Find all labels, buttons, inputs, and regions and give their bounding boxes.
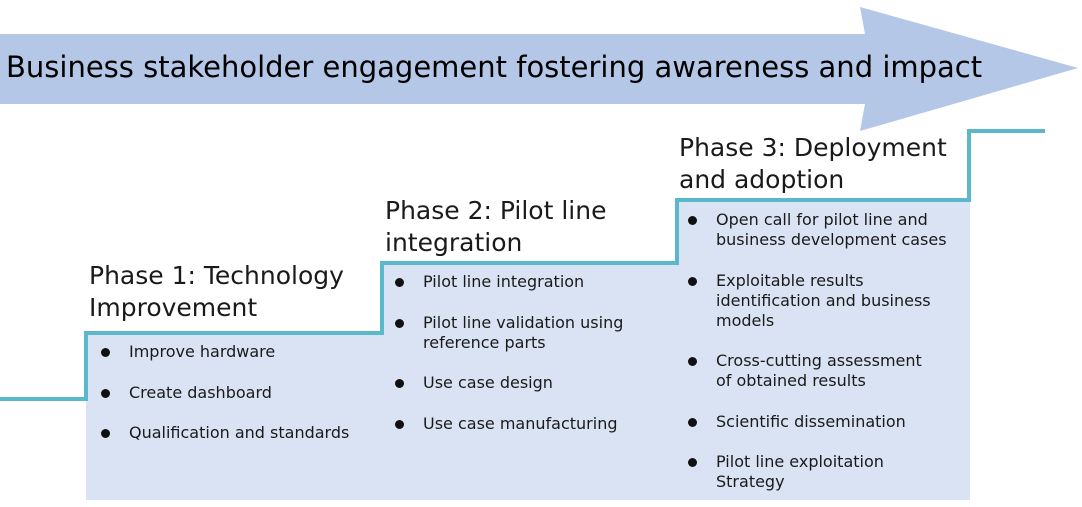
phase-2-title: Phase 2: Pilot line integration (385, 195, 606, 259)
phase-2-title-line-2: integration (385, 228, 523, 257)
phase-3-title-line-2: and adoption (679, 165, 845, 194)
phase-2-box (380, 263, 677, 500)
list-item: Create dashboard (98, 383, 383, 403)
list-item: Use case manufacturing (392, 414, 677, 434)
list-item: Exploitable results identification and b… (685, 271, 975, 331)
list-item: Pilot line validation using reference pa… (392, 313, 677, 353)
step-line (0, 129, 1045, 401)
phase-2-title-line-1: Phase 2: Pilot line (385, 196, 607, 225)
list-item: Cross-cutting assessment of obtained res… (685, 351, 975, 391)
list-item: Improve hardware (98, 342, 383, 362)
phase-1-title-line-2: Improvement (89, 293, 258, 322)
phase-1-list: Improve hardware Create dashboard Qualif… (98, 342, 383, 464)
phase-3-box (677, 200, 970, 500)
list-item: Scientific dissemination (685, 412, 975, 432)
phase-1-box (86, 333, 380, 500)
list-item: Pilot line exploitation Strategy (685, 452, 975, 492)
phase-2-list: Pilot line integration Pilot line valida… (392, 272, 677, 454)
phase-1-title: Phase 1: Technology Improvement (89, 260, 344, 324)
list-item: Open call for pilot line and business de… (685, 210, 975, 250)
list-item: Pilot line integration (392, 272, 677, 292)
list-item: Use case design (392, 373, 677, 393)
phase-3-title-line-1: Phase 3: Deployment (679, 133, 947, 162)
banner-arrow (0, 7, 1078, 131)
phase-3-list: Open call for pilot line and business de… (685, 210, 975, 507)
list-item: Qualification and standards (98, 423, 383, 443)
banner-text: Business stakeholder engagement fosterin… (6, 50, 983, 84)
phase-3-title: Phase 3: Deployment and adoption (679, 132, 947, 196)
phase-1-title-line-1: Phase 1: Technology (89, 261, 344, 290)
